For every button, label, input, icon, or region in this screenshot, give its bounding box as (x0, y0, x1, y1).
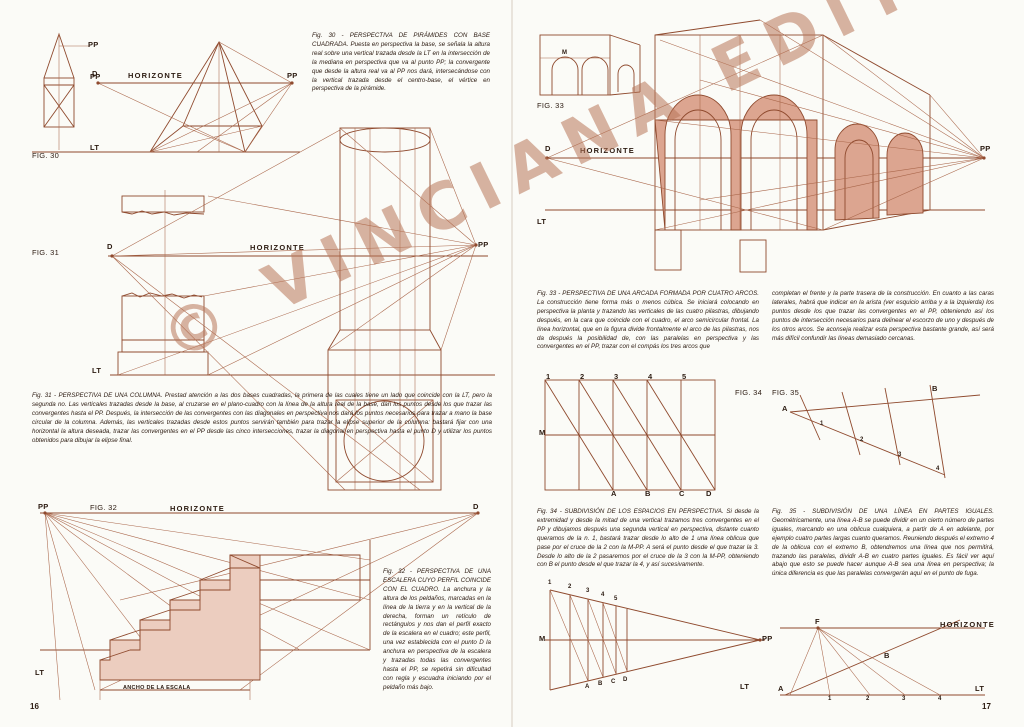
fig33-number: FIG. 33 (537, 101, 565, 110)
fig32-d: D (473, 502, 479, 511)
fig35b-num-2: 2 (866, 696, 870, 702)
fig35-b: B (932, 384, 938, 393)
fig33-caption-left: Fig. 33 - PERSPECTIVA DE UNA ARCADA FORM… (537, 290, 759, 351)
fig30-pp-right: PP (287, 71, 298, 80)
fig34b-col-1: 1 (548, 580, 552, 586)
fig34-drawing (544, 379, 716, 491)
fig33-pp: PP (980, 144, 991, 153)
gutter (511, 0, 513, 727)
fig35-num-4: 4 (936, 466, 940, 472)
fig35b-num-4: 4 (938, 696, 942, 702)
fig34-col-4: 4 (648, 372, 653, 381)
fig34-a: A (611, 489, 617, 498)
fig32-drawing (40, 511, 480, 701)
fig35b-drawing (780, 619, 985, 696)
fig32-horizon-label: HORIZONTE (170, 504, 225, 513)
fig30-caption: Fig. 30 - PERSPECTIVA DE PIRÁMIDES CON B… (312, 32, 490, 93)
fig35b-b: B (884, 651, 890, 660)
fig34-col-1: 1 (546, 372, 551, 381)
fig31-drawing (108, 127, 495, 491)
fig35b-num-3: 3 (902, 696, 906, 702)
fig32-lt: LT (35, 668, 45, 677)
fig33-caption-right: completan el frente y la parte trasera d… (772, 290, 994, 342)
fig33-d: D (545, 144, 551, 153)
fig34b-pp: PP (762, 634, 773, 643)
fig34b-a: A (585, 684, 590, 690)
fig32-ancho-label: ANCHO DE LA ESCALA (123, 685, 191, 691)
fig35b-a: A (778, 684, 784, 693)
fig34b-col-2: 2 (568, 584, 572, 590)
fig30-lt: LT (90, 143, 100, 152)
fig34b-lt: LT (740, 682, 750, 691)
fig33-horizon-label: HORIZONTE (580, 146, 635, 155)
fig33-m: M (562, 50, 568, 56)
fig34-caption: Fig. 34 - SUBDIVISIÓN DE LOS ESPACIOS EN… (537, 508, 759, 569)
fig34-col-5: 5 (682, 372, 687, 381)
fig35b-horizon-label: HORIZONTE (940, 620, 995, 629)
fig34b-col-3: 3 (586, 588, 590, 594)
fig31-pp: PP (478, 240, 489, 249)
fig33-lt: LT (537, 217, 547, 226)
fig34-d: D (706, 489, 712, 498)
fig31-caption: Fig. 31 - PERSPECTIVA DE UNA COLUMNA. Pr… (32, 392, 492, 444)
fig35-num-2: 2 (860, 437, 864, 443)
fig35b-lt: LT (975, 684, 985, 693)
fig30-pp-bottom: PP (90, 72, 101, 81)
fig34-number: FIG. 34 (735, 388, 763, 397)
fig35-caption: Fig. 35 - SUBDIVISIÓN DE UNA LÍNEA EN PA… (772, 508, 994, 578)
fig34-c: C (679, 489, 685, 498)
page-number-right: 17 (982, 702, 991, 711)
fig32-pp: PP (38, 502, 49, 511)
fig30-pp-top: PP (88, 40, 99, 49)
fig33-drawing (539, 19, 986, 273)
fig35b-f: F (815, 617, 820, 626)
fig35-number: FIG. 35 (772, 388, 800, 397)
fig34b-m: M (539, 634, 546, 643)
fig35-a: A (782, 404, 788, 413)
fig31-horizon-label: HORIZONTE (250, 243, 305, 252)
fig31-lt: LT (92, 366, 102, 375)
fig30-number: FIG. 30 (32, 151, 60, 160)
fig30-d: D (92, 69, 98, 78)
fig34b-d: D (623, 677, 628, 683)
fig34-col-3: 3 (614, 372, 619, 381)
fig34b-col-5: 5 (614, 596, 618, 602)
fig35-num-1: 1 (820, 421, 824, 427)
fig35-drawing (789, 384, 981, 479)
fig32-caption: Fig. 32 - PERSPECTIVA DE UNA ESCALERA CU… (383, 568, 491, 691)
page-number-left: 16 (30, 702, 39, 711)
fig34b-col-4: 4 (601, 592, 605, 598)
fig34-col-2: 2 (580, 372, 585, 381)
fig31-d: D (107, 242, 113, 251)
fig32-number: FIG. 32 (90, 503, 118, 512)
fig34b-b: B (598, 681, 603, 687)
fig31-number: FIG. 31 (32, 248, 60, 257)
fig30-drawing (32, 32, 300, 153)
fig35-num-3: 3 (898, 452, 902, 458)
fig35b-num-1: 1 (828, 696, 832, 702)
fig34-m: M (539, 428, 546, 437)
fig34b-drawing (545, 589, 765, 691)
fig30-horizon-label: HORIZONTE (128, 71, 183, 80)
fig34-b: B (645, 489, 651, 498)
fig34b-c: C (611, 679, 616, 685)
